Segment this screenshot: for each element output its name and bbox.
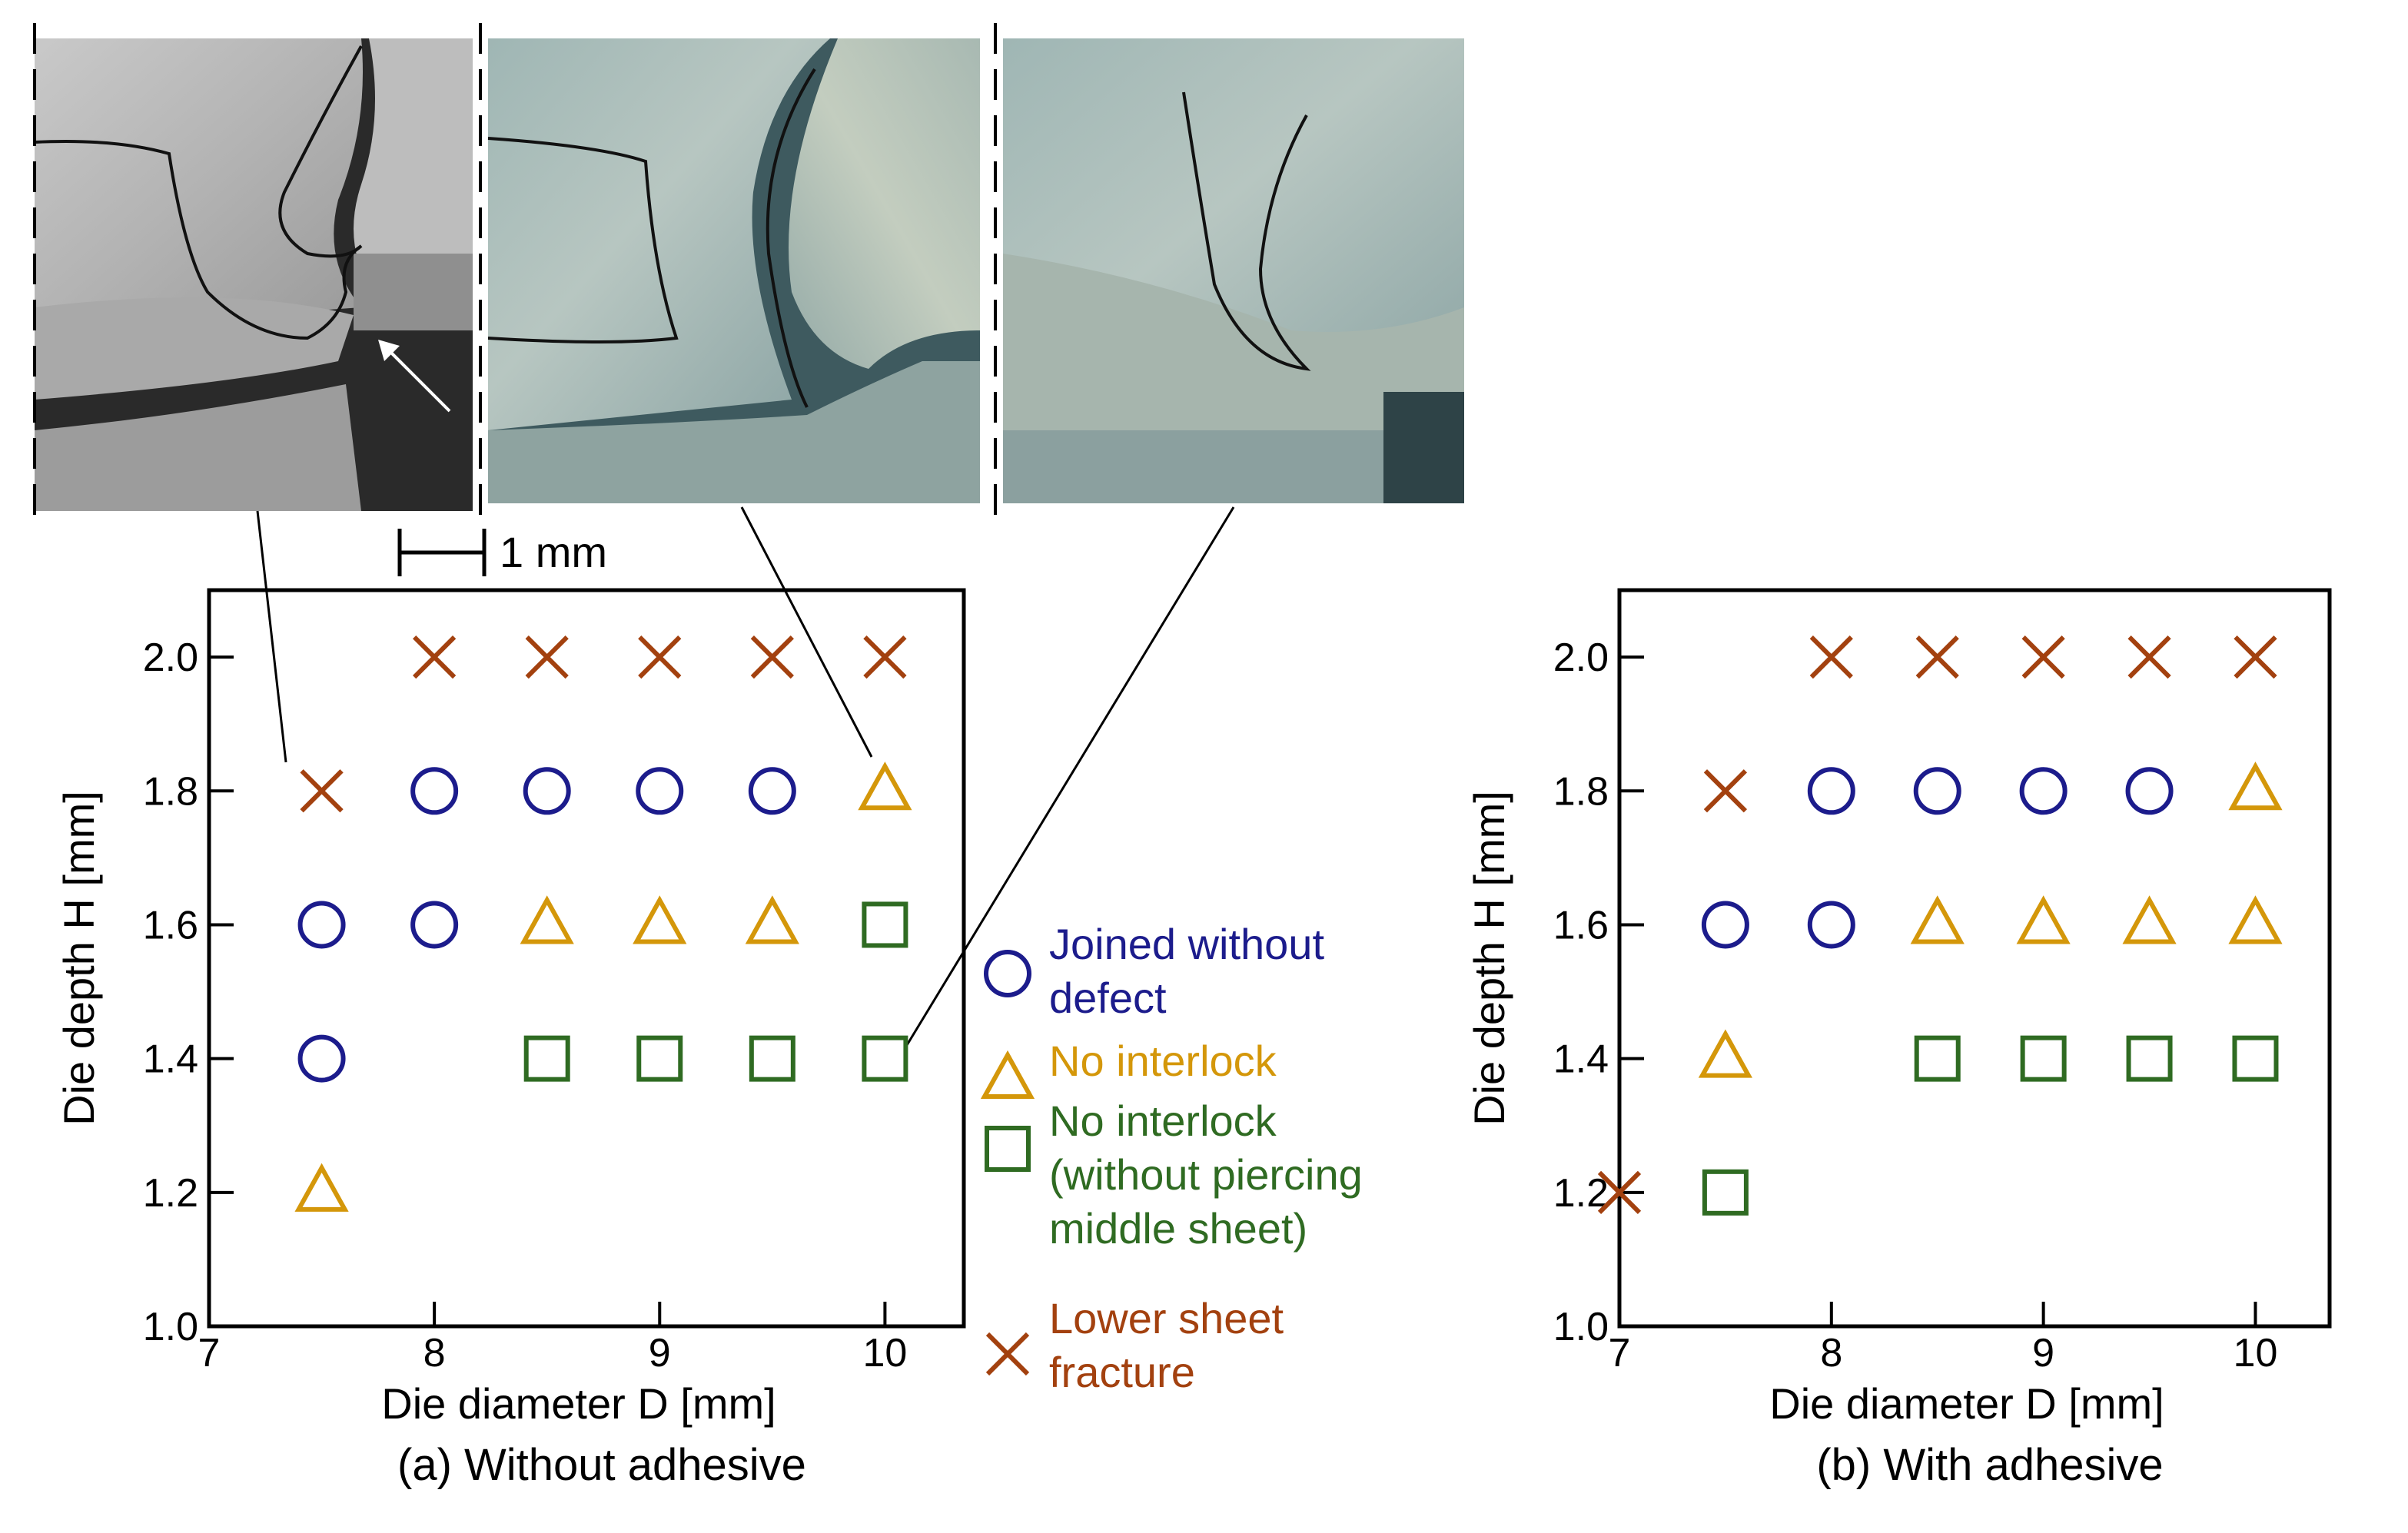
scale-bar: 1 mm	[397, 528, 607, 576]
y-tick-label: 1.2	[1553, 1171, 1609, 1216]
y-tick-label: 1.0	[1553, 1305, 1609, 1349]
legend-label: middle sheet)	[1049, 1204, 1307, 1253]
data-point-no-interlock-no-pierce	[1914, 1035, 1961, 1082]
data-point-joined	[297, 901, 346, 949]
legend-marker-circle	[984, 950, 1031, 997]
x-tick-label: 8	[423, 1331, 446, 1375]
data-point-fracture	[863, 635, 907, 679]
micrograph-no-interlock-fracture	[34, 38, 473, 511]
x-tick-label: 7	[198, 1331, 221, 1375]
legend-marker-triangle	[980, 1050, 1035, 1099]
data-point-no-interlock	[2228, 762, 2283, 811]
data-point-fracture	[1597, 1170, 1642, 1214]
legend-label: (without piercing	[1049, 1150, 1363, 1199]
legend-label: fracture	[1049, 1348, 1195, 1396]
data-point-no-interlock	[1910, 895, 1965, 944]
data-point-fracture	[2127, 635, 2171, 679]
data-point-fracture	[413, 635, 457, 679]
legend-label: defect	[1049, 974, 1167, 1022]
legend: Joined without defect No interlock No inter…	[980, 920, 1363, 1396]
data-point-no-interlock-no-pierce	[862, 901, 908, 948]
data-point-no-interlock-no-pierce	[862, 1035, 908, 1082]
y-tick-label: 1.6	[1553, 903, 1609, 947]
data-point-no-interlock-no-pierce	[2126, 1035, 2173, 1082]
data-point-fracture	[300, 769, 344, 813]
data-point-no-interlock-no-pierce	[1702, 1169, 1749, 1216]
data-point-no-interlock-no-pierce	[749, 1035, 795, 1082]
data-point-joined	[1913, 767, 1961, 815]
data-point-no-interlock	[2122, 895, 2177, 944]
data-point-no-interlock	[520, 895, 574, 944]
data-point-no-interlock-no-pierce	[636, 1035, 683, 1082]
data-point-no-interlock	[1698, 1029, 1753, 1078]
y-tick-label: 1.8	[1553, 769, 1609, 814]
data-point-no-interlock-no-pierce	[523, 1035, 570, 1082]
data-point-joined	[523, 767, 571, 815]
scale-bar-label: 1 mm	[500, 528, 607, 576]
plot-caption: (a) Without adhesive	[397, 1440, 806, 1490]
data-point-no-interlock	[294, 1163, 349, 1212]
data-point-no-interlock	[2228, 895, 2283, 944]
x-axis-label: Die diameter D [mm]	[1769, 1379, 2164, 1428]
data-point-fracture	[638, 635, 682, 679]
data-point-no-interlock	[745, 895, 799, 944]
data-point-joined	[1807, 901, 1855, 949]
legend-label: Lower sheet	[1049, 1294, 1284, 1342]
data-point-no-interlock	[2016, 895, 2071, 944]
data-point-fracture	[2234, 635, 2277, 679]
data-point-fracture	[525, 635, 569, 679]
plot-frame	[207, 588, 966, 1329]
x-tick-label: 10	[2234, 1331, 2278, 1375]
y-tick-label: 1.0	[143, 1305, 198, 1349]
legend-marker-square	[985, 1126, 1031, 1172]
x-tick-label: 9	[649, 1331, 671, 1375]
data-point-joined	[1807, 767, 1855, 815]
data-point-no-interlock	[858, 762, 912, 811]
plot-frame	[1617, 588, 2332, 1329]
data-point-joined	[297, 1034, 346, 1083]
data-point-joined	[636, 767, 684, 815]
y-tick-label: 1.8	[143, 769, 198, 814]
plot-caption: (b) With adhesive	[1816, 1440, 2163, 1490]
micrograph-triangle	[487, 38, 980, 503]
y-tick-label: 1.4	[1553, 1037, 1609, 1082]
y-tick-label: 1.2	[143, 1171, 198, 1216]
data-point-joined	[1701, 901, 1749, 949]
y-axis-label: Die depth H [mm]	[55, 791, 103, 1126]
y-axis-label: Die depth H [mm]	[1465, 791, 1513, 1126]
micrograph-square	[1003, 38, 1464, 503]
data-point-fracture	[1809, 635, 1853, 679]
data-point-joined	[410, 901, 459, 949]
x-tick-label: 9	[2032, 1331, 2054, 1375]
data-point-joined	[748, 767, 796, 815]
legend-marker-cross	[985, 1332, 1030, 1376]
y-tick-label: 2.0	[143, 635, 198, 680]
x-tick-label: 7	[1609, 1331, 1631, 1375]
y-tick-label: 1.4	[143, 1037, 198, 1082]
x-tick-label: 8	[1820, 1331, 1842, 1375]
data-point-fracture	[750, 635, 794, 679]
legend-label: Joined without	[1049, 920, 1324, 968]
data-point-no-interlock-no-pierce	[2232, 1035, 2279, 1082]
data-point-no-interlock-no-pierce	[2020, 1035, 2067, 1082]
x-tick-label: 10	[862, 1331, 907, 1375]
data-point-fracture	[1703, 769, 1748, 813]
data-point-joined	[2019, 767, 2068, 815]
y-tick-label: 2.0	[1553, 635, 1609, 680]
legend-label: No interlock	[1049, 1097, 1277, 1145]
x-axis-label: Die diameter D [mm]	[381, 1379, 776, 1428]
data-point-fracture	[2021, 635, 2065, 679]
data-point-no-interlock	[633, 895, 687, 944]
data-point-joined	[410, 767, 459, 815]
data-point-joined	[2125, 767, 2174, 815]
legend-label: No interlock	[1049, 1037, 1277, 1085]
y-tick-label: 1.6	[143, 903, 198, 947]
leader-lines	[256, 506, 1235, 1046]
data-point-fracture	[1915, 635, 1959, 679]
